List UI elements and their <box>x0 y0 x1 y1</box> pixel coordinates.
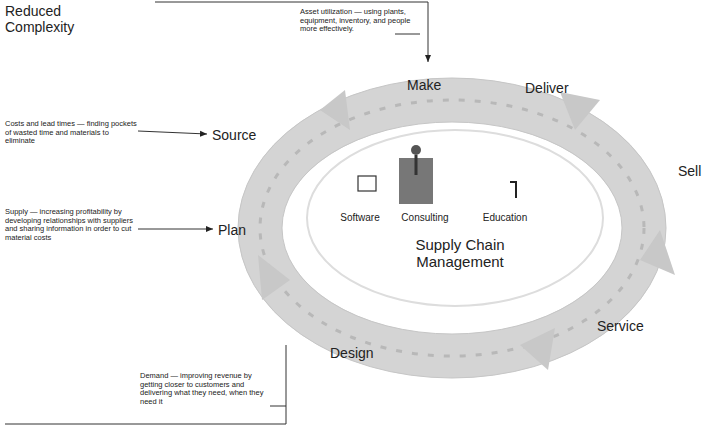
stage-label: Design <box>330 345 400 361</box>
stage-label: Sell <box>678 163 708 179</box>
consulting-icon <box>415 155 418 175</box>
ring-arrow <box>560 92 600 130</box>
ring-arrow <box>258 255 290 300</box>
consulting-icon <box>411 145 421 155</box>
inner-area <box>307 130 603 306</box>
service-label: Software <box>330 212 390 224</box>
callout-note: Asset utilization — using plants, equipm… <box>300 8 420 34</box>
software-icon <box>358 176 376 191</box>
leader-line <box>395 34 420 35</box>
service-label: Education <box>470 212 540 224</box>
center-area: SoftwareConsulting EducationSupply Chain … <box>300 120 600 300</box>
ring-texture <box>260 100 644 356</box>
callout-note: Supply — increasing profitability by dev… <box>5 208 137 243</box>
stage-label: Service <box>597 318 677 334</box>
callout-note: Costs and lead times — finding pockets o… <box>5 120 137 146</box>
leader-line <box>270 406 286 407</box>
ring-arrow <box>320 90 350 130</box>
stage-label: Source <box>212 127 282 143</box>
leader-line <box>5 345 286 424</box>
leader-line <box>155 2 428 62</box>
center-title: Supply Chain Management <box>395 236 525 271</box>
stage-label: Make <box>407 77 467 93</box>
service-label: Consulting <box>390 212 460 224</box>
leader-line <box>138 131 207 134</box>
ring-edge <box>282 122 622 334</box>
cycle-ring <box>260 100 644 356</box>
callout-note: Demand — improving revenue by getting cl… <box>140 372 268 407</box>
heading-label: Reduced Complexity <box>5 3 105 35</box>
stage-label: Deliver <box>525 80 595 96</box>
leader-line <box>138 229 213 230</box>
ring-arrow <box>520 328 555 370</box>
ring-arrow <box>640 230 675 275</box>
education-icon <box>510 182 516 198</box>
stage-label: Plan <box>218 222 268 238</box>
